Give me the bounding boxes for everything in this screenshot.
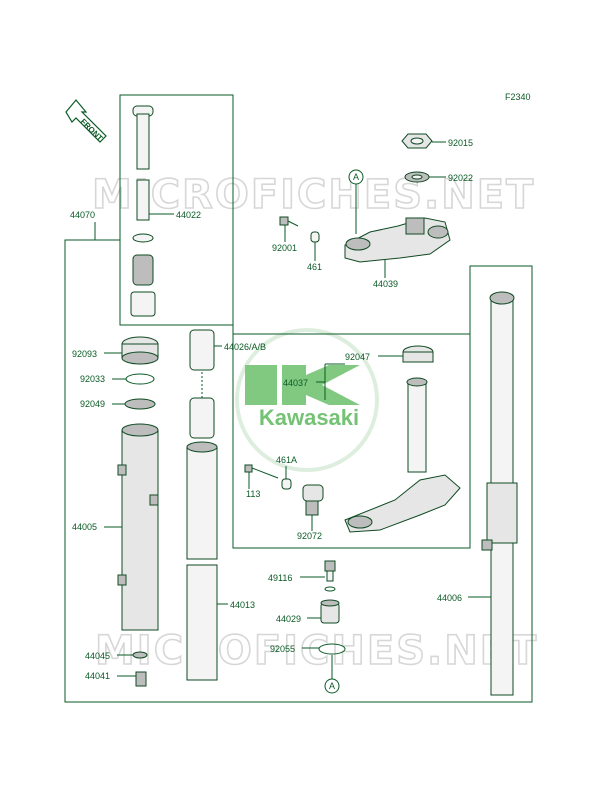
kawasaki-logo: Kawasaki — [235, 328, 379, 472]
label-92022: 92022 — [448, 173, 473, 183]
label-49116: 49116 — [268, 573, 292, 583]
figure-id: F2340 — [505, 92, 531, 102]
part-44026 — [189, 329, 215, 439]
label-44070: 44070 — [70, 210, 95, 220]
label-461: 461 — [307, 262, 322, 272]
part-92022 — [404, 171, 430, 183]
part-44041 — [135, 671, 147, 687]
label-461A: 461A — [276, 455, 297, 465]
front-arrow-icon: FRONT — [65, 99, 107, 143]
part-92001 — [279, 216, 299, 227]
logo-k-mark — [282, 365, 360, 405]
part-44022 — [130, 105, 156, 317]
logo-text: Kawasaki — [259, 405, 359, 430]
ref-marker-top: A — [348, 169, 364, 234]
part-92093 — [121, 336, 159, 365]
part-44006 — [481, 291, 518, 696]
part-44029 — [320, 599, 340, 624]
label-44026: 44026/A/B — [224, 342, 266, 352]
logo-block-left — [245, 365, 277, 405]
label-44045: 44045 — [85, 651, 110, 661]
label-44006: 44006 — [437, 593, 462, 603]
logo-circle — [235, 328, 379, 472]
label-92001: 92001 — [272, 243, 297, 253]
label-44037: 44037 — [283, 378, 308, 388]
svg-text:A: A — [329, 681, 335, 691]
part-92055 — [318, 643, 346, 655]
label-44013: 44013 — [230, 600, 255, 610]
part-44039 — [344, 217, 451, 263]
part-92072 — [302, 484, 324, 516]
part-44005 — [117, 423, 159, 631]
watermark-top: MICROFICHES.NET — [92, 172, 535, 218]
label-44039: 44039 — [373, 279, 398, 289]
label-92055: 92055 — [270, 644, 295, 654]
label-44005: 44005 — [72, 522, 97, 532]
label-92033: 92033 — [80, 374, 105, 384]
label-44029: 44029 — [276, 614, 301, 624]
label-92093: 92093 — [72, 349, 97, 359]
part-92015 — [401, 133, 433, 149]
label-92015: 92015 — [448, 138, 473, 148]
part-461A — [281, 478, 292, 490]
label-113: 113 — [246, 489, 260, 499]
label-92049: 92049 — [80, 399, 105, 409]
label-92072: 92072 — [297, 531, 322, 541]
svg-text:A: A — [353, 172, 359, 182]
ref-marker-bottom: A — [324, 655, 340, 694]
part-113 — [244, 464, 279, 479]
part-44045 — [132, 651, 148, 659]
label-44041: 44041 — [85, 671, 110, 681]
part-461 — [310, 231, 320, 243]
part-44037 — [344, 377, 461, 533]
label-44022: 44022 — [176, 210, 201, 220]
part-92033 — [125, 373, 155, 385]
part-49116 — [324, 560, 336, 592]
watermark-bottom: MICROFICHES.NET — [95, 628, 538, 674]
part-44013 — [186, 441, 218, 681]
cartridge-frame — [95, 95, 121, 241]
label-92047: 92047 — [345, 352, 370, 362]
part-92049 — [124, 398, 156, 410]
part-92047 — [402, 345, 434, 363]
